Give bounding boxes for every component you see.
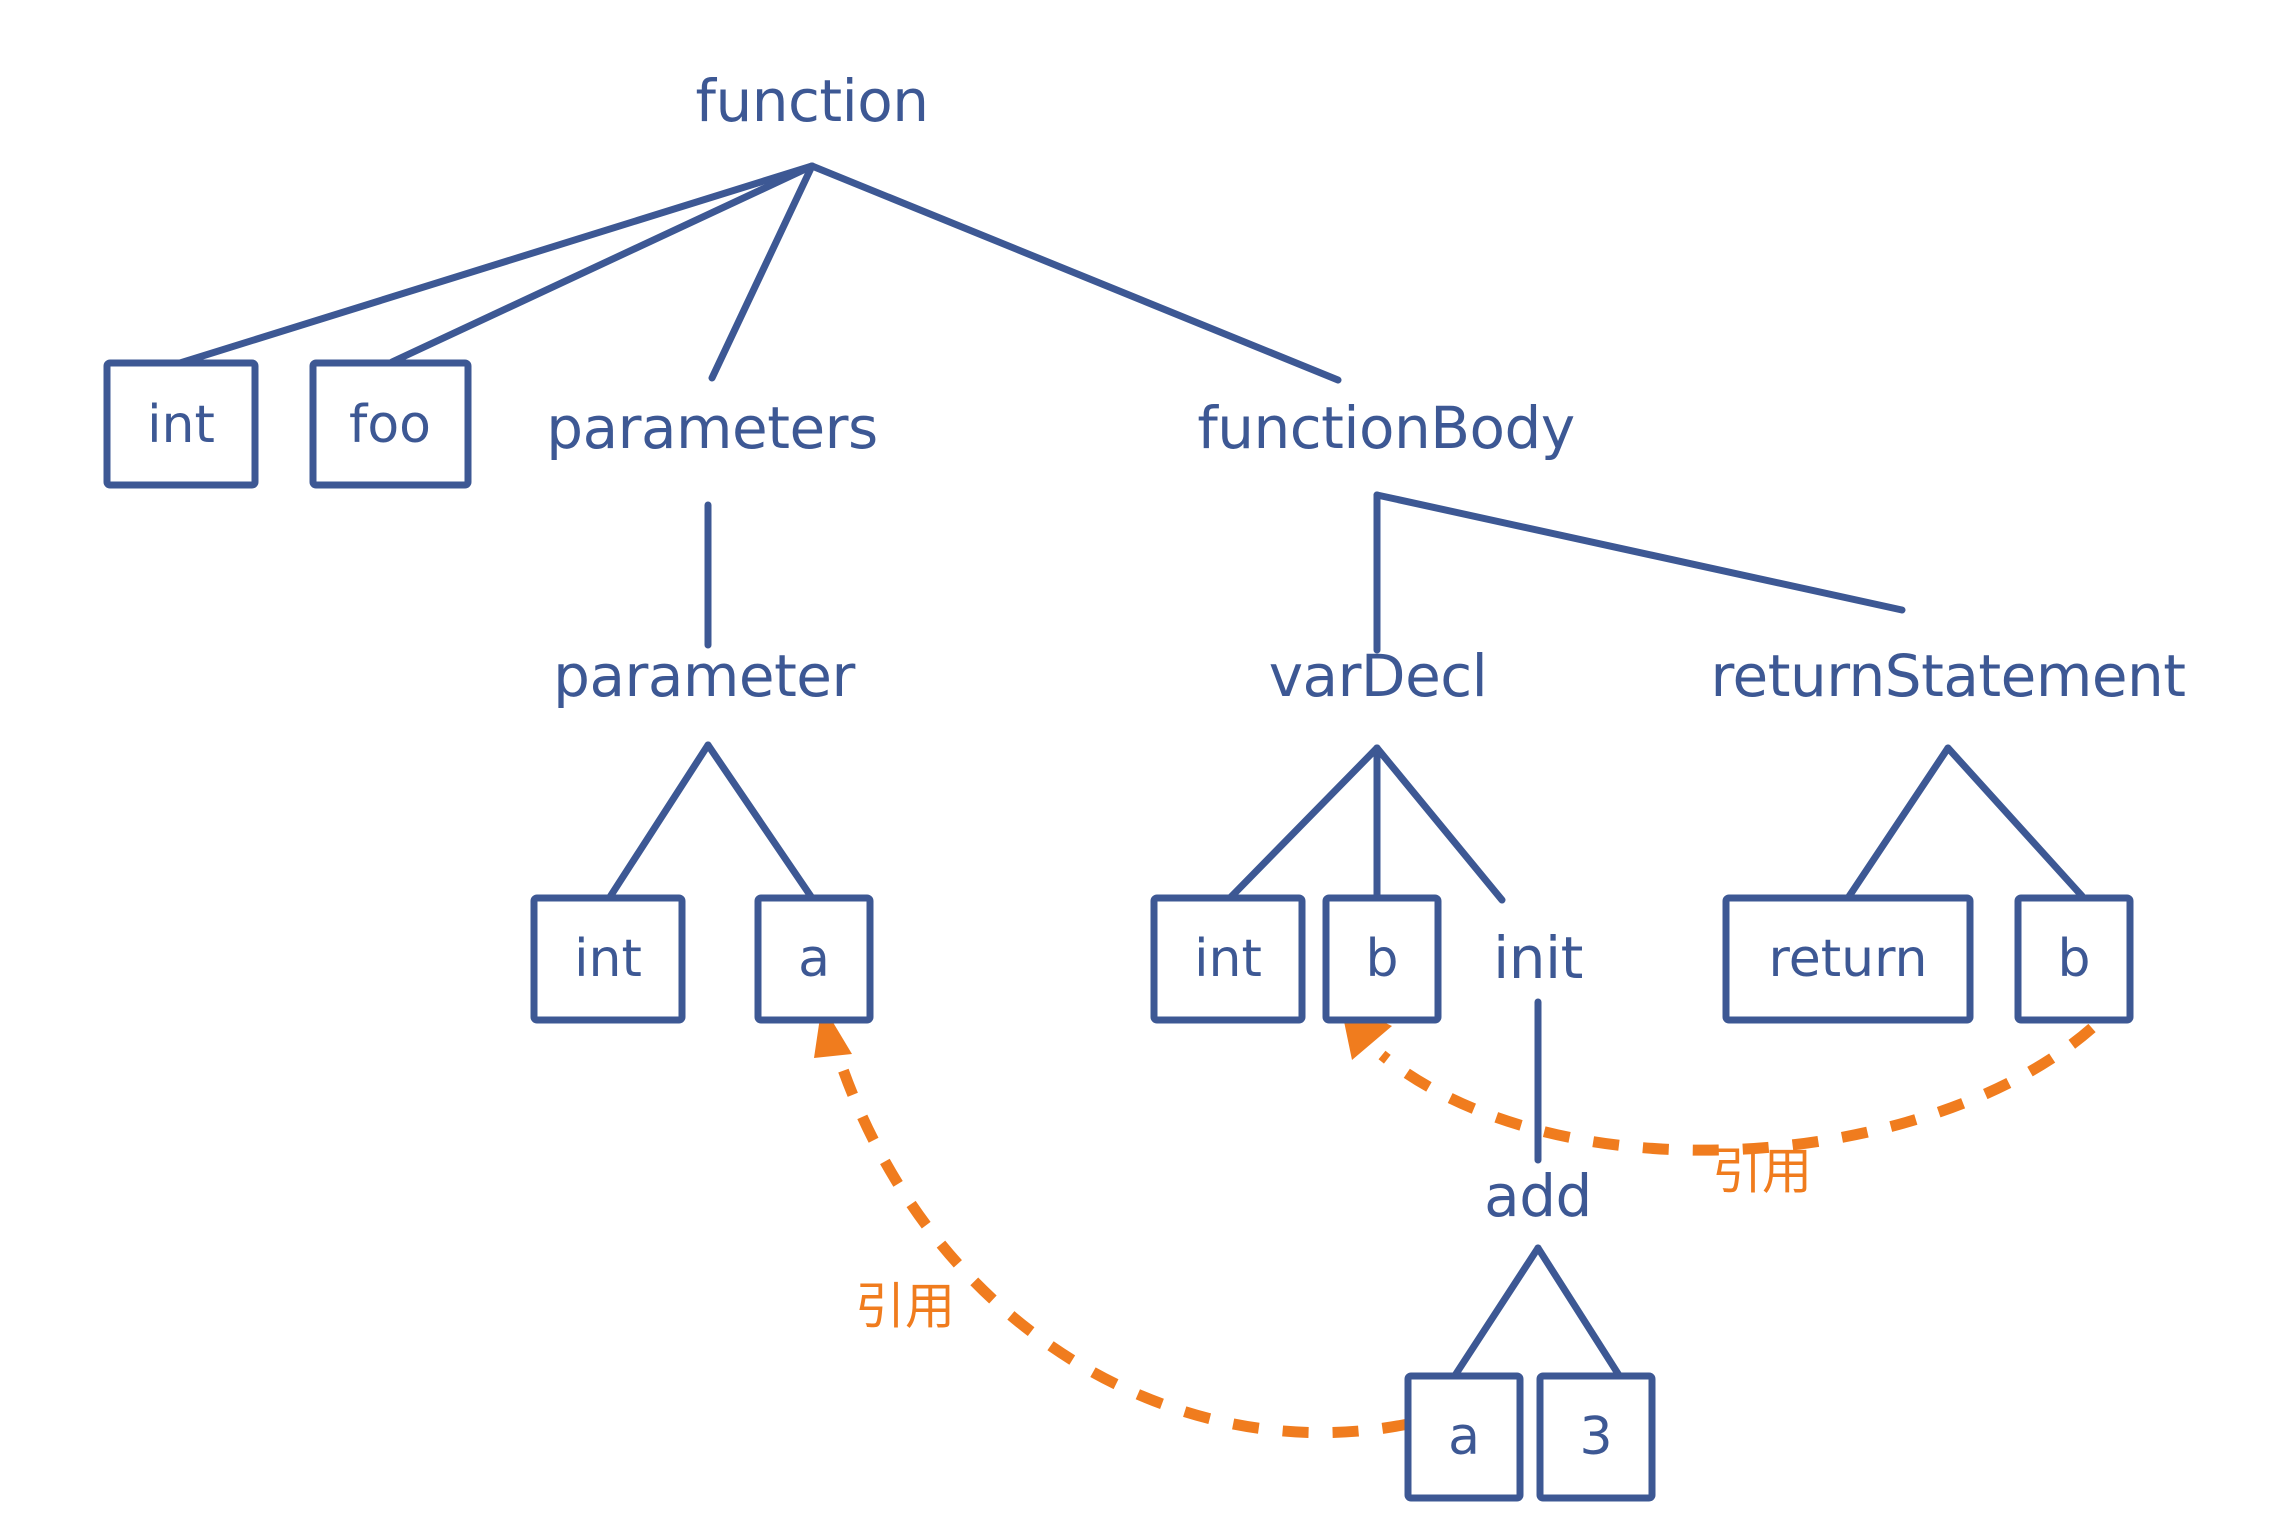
edge-functionbody-to-returnstatement [1373,491,1906,614]
token-param-a[interactable]: a [754,894,874,1024]
token-label: int [147,395,215,455]
edge-parameter-to-int [604,741,712,904]
token-label: b [1365,929,1398,989]
token-label: b [2057,929,2090,989]
token-param-int[interactable]: int [530,894,686,1024]
token-label: 3 [1579,1407,1612,1467]
node-return-statement[interactable]: returnStatement [1710,642,2186,710]
token-vardecl-int[interactable]: int [1150,894,1306,1024]
edge-returnstatement-to-b [1944,744,2086,900]
reference-label-a: 引用 [855,1278,955,1336]
edge-function-to-foo [388,162,816,366]
token-label: int [1194,929,1262,989]
reference-edge-b [1378,1023,2096,1156]
reference-label-b: 引用 [1712,1143,1812,1201]
token-return-keyword[interactable]: return [1722,894,1974,1024]
token-label: int [574,929,642,989]
edge-function-to-parameters [708,162,816,382]
node-add[interactable]: add [1484,1162,1592,1230]
edge-returnstatement-to-return [1844,744,1952,902]
token-return-b[interactable]: b [2014,894,2134,1024]
tree-edges [176,162,2086,1384]
node-parameters[interactable]: parameters [546,394,878,462]
token-label: return [1769,929,1928,989]
reference-edge-a [832,1053,1410,1439]
edge-vardecl-to-init [1373,744,1506,904]
node-function[interactable]: function [696,67,929,135]
token-add-3[interactable]: 3 [1536,1372,1656,1502]
token-boxes: int foo int a int b return [103,359,2134,1502]
reference-labels: 引用 引用 [855,1143,1812,1336]
token-vardecl-b[interactable]: b [1322,894,1442,1024]
token-label: a [798,929,830,989]
node-var-decl[interactable]: varDecl [1269,642,1488,710]
token-int-return-type[interactable]: int [103,359,259,489]
node-function-body[interactable]: functionBody [1197,394,1575,462]
edge-parameter-to-a [704,741,816,902]
token-foo[interactable]: foo [309,359,472,489]
token-label: a [1448,1407,1480,1467]
edge-add-to-3 [1534,1244,1626,1384]
node-labels: function parameters functionBody paramet… [546,67,2186,1230]
edge-function-to-int [176,162,816,367]
node-parameter[interactable]: parameter [553,642,856,710]
node-init[interactable]: init [1493,924,1583,992]
edge-function-to-functionbody [808,162,1342,384]
edge-vardecl-to-int [1224,744,1381,904]
edge-add-to-a [1448,1244,1542,1384]
reference-edges [814,1002,2096,1439]
token-add-a[interactable]: a [1404,1372,1524,1502]
token-label: foo [349,395,431,455]
